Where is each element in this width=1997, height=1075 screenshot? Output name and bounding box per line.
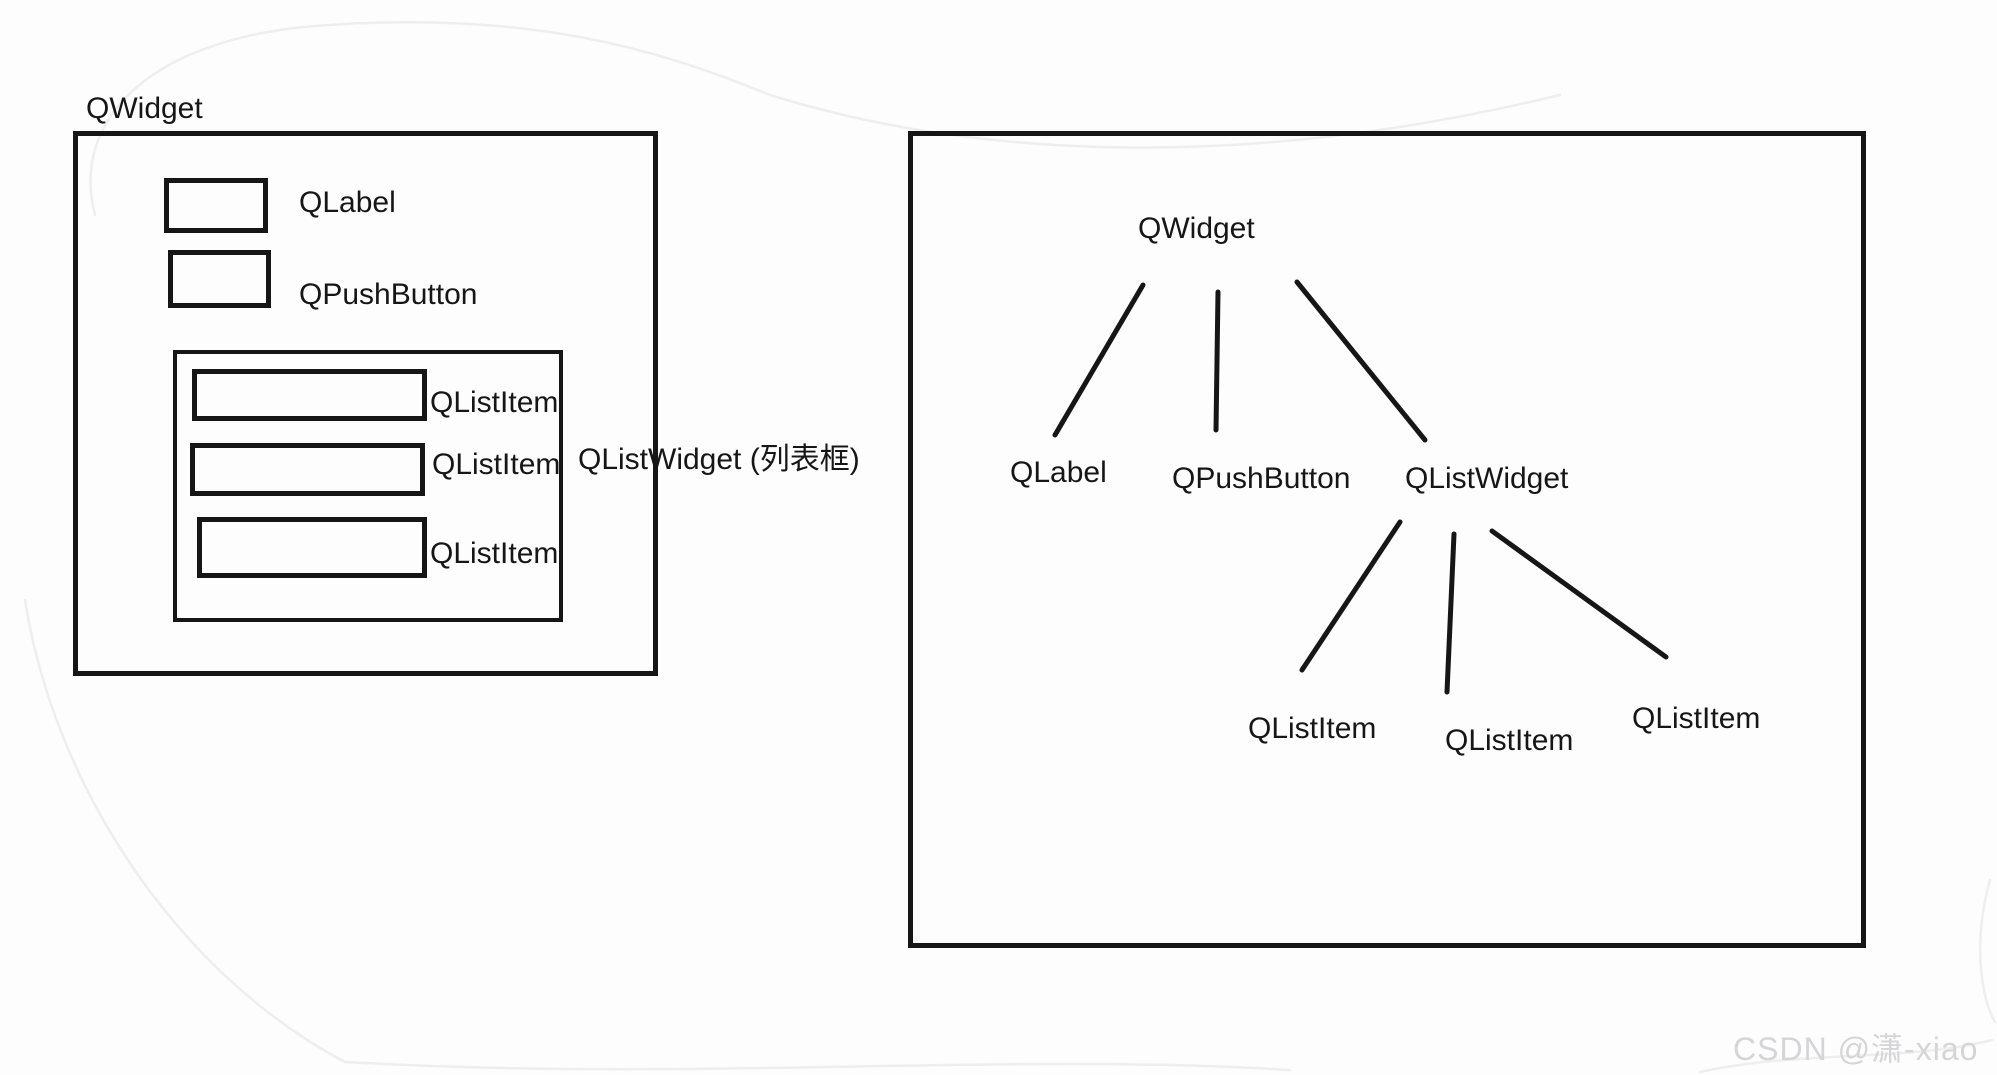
right-tree-box: [908, 131, 1866, 948]
left-qwidget-title: QWidget: [86, 92, 203, 125]
csdn-watermark: CSDN @潇-xiao: [1733, 1031, 1979, 1067]
qpushbutton-box: [168, 250, 271, 308]
edge-qlistwidget-item1: [1299, 519, 1403, 673]
qlistitem-label-2: QListItem: [432, 448, 561, 481]
qlabel-label: QLabel: [299, 186, 396, 219]
qlistwidget-caption: QListWidget (列表框): [578, 443, 860, 476]
scan-artifact-lines: [23, 20, 1997, 1074]
tree-item-2: QListItem: [1445, 724, 1574, 757]
tree-child-qlabel: QLabel: [1010, 456, 1107, 489]
tree-item-3: QListItem: [1632, 702, 1761, 735]
edge-qlistwidget-item3: [1489, 528, 1669, 660]
edge-qwidget-qpushbutton: [1213, 289, 1221, 433]
edge-qwidget-qlabel: [1052, 282, 1146, 438]
tree-root-label: QWidget: [1138, 212, 1255, 245]
qlistitem-box-2: [190, 443, 425, 496]
qlistitem-box-1: [192, 369, 427, 421]
tree-item-1: QListItem: [1248, 712, 1377, 745]
qlistitem-box-3: [197, 517, 427, 578]
left-qwidget-box: [73, 131, 658, 676]
tree-edges-root: [1052, 279, 1428, 443]
tree-child-qpushbutton: QPushButton: [1172, 462, 1351, 495]
tree-child-qlistwidget: QListWidget: [1405, 462, 1569, 495]
qlabel-box: [164, 178, 268, 233]
tree-edges-listwidget: [1299, 519, 1669, 695]
edge-qlistwidget-item2: [1444, 531, 1457, 695]
qlistwidget-box: [173, 350, 563, 622]
qlistitem-label-3: QListItem: [430, 537, 559, 570]
qlistitem-label-1: QListItem: [430, 386, 559, 419]
qpushbutton-label: QPushButton: [299, 278, 478, 311]
edge-qwidget-qlistwidget: [1294, 279, 1428, 443]
